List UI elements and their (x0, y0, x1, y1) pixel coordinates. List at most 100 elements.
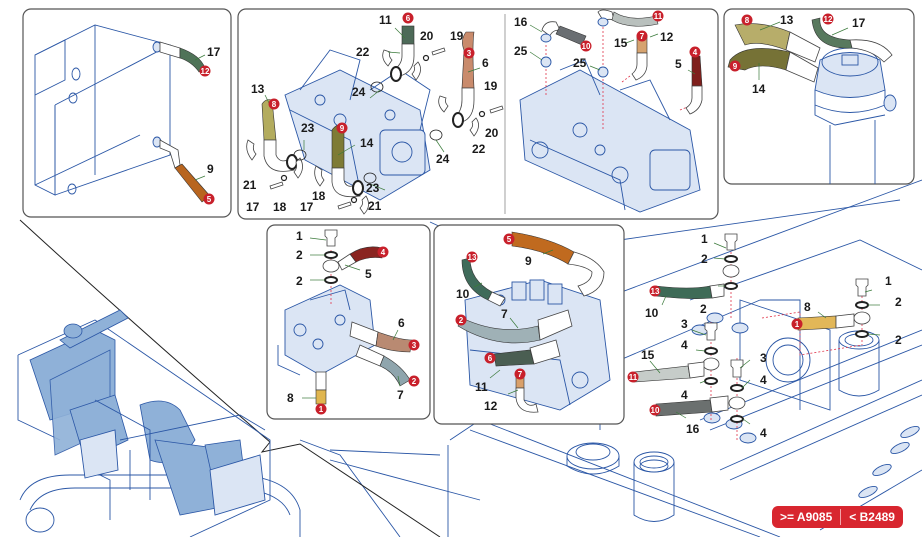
hose-badge: 7 (514, 368, 526, 380)
hose-badge: 9 (729, 60, 741, 72)
part-label: 24 (352, 85, 366, 99)
hose-5-pumpb (685, 55, 703, 115)
svg-text:7: 7 (518, 370, 523, 379)
part-label: 17 (207, 45, 221, 59)
version-separator (840, 509, 842, 525)
hose-17-filter (811, 17, 893, 63)
hose-9-valve-b (511, 231, 605, 297)
part-label: 16 (686, 422, 700, 436)
hose-8-tank (797, 313, 855, 331)
hose-badge: 13 (466, 251, 478, 263)
part-label: 3 (681, 317, 688, 331)
pump-body-drawing (284, 49, 431, 201)
hose-12-valve-b (515, 375, 539, 413)
part-label: 10 (456, 287, 470, 301)
hose-badge: 13 (649, 285, 661, 297)
banjo-bolt (730, 359, 744, 378)
hose-badge: 3 (463, 47, 475, 59)
part-label: 6 (398, 316, 405, 330)
leader-lines (264, 27, 481, 191)
svg-text:8: 8 (272, 100, 277, 109)
part-label: 2 (296, 248, 303, 262)
panel-return-filter: 13 17 14 8 12 9 (723, 8, 915, 185)
hose-badge: 8 (741, 14, 753, 26)
part-label: 23 (301, 121, 315, 135)
port-bosses (691, 312, 757, 444)
part-label: 5 (675, 57, 682, 71)
svg-text:2: 2 (459, 316, 464, 325)
part-label: 4 (760, 426, 767, 440)
hose-badge: 6 (484, 352, 496, 364)
svg-text:10: 10 (651, 406, 660, 415)
panel-pump-assembled: 16 15 12 25 25 5 10 11 7 4 (514, 9, 703, 213)
version-to-label: < B2489 (849, 510, 895, 524)
part-label: 2 (895, 333, 902, 347)
tank-return-lines: 1 2 2 3 4 4 3 4 4 15 10 16 13 11 10 1 2 … (627, 232, 902, 440)
hose-badge: 10 (649, 404, 661, 416)
part-label: 11 (475, 380, 488, 394)
part-label: 20 (420, 29, 434, 43)
panel-control-valve-b: 9 10 7 11 12 5 13 2 6 7 (433, 224, 625, 425)
hose-badge: 3 (408, 339, 420, 351)
hose-13-filter (734, 23, 821, 63)
hose-7-valve-b (457, 309, 573, 344)
panel-cooler: 17 9 12 5 (22, 8, 232, 218)
svg-text:11: 11 (654, 12, 663, 21)
svg-text:10: 10 (582, 42, 591, 51)
svg-text:13: 13 (468, 253, 477, 262)
part-label: 11 (379, 13, 392, 27)
part-label: 23 (366, 181, 380, 195)
hose-8-valve (315, 371, 327, 405)
part-label: 13 (251, 82, 265, 96)
part-label: 24 (436, 152, 450, 166)
svg-text:9: 9 (340, 124, 345, 133)
part-label: 1 (701, 232, 708, 246)
part-label: 19 (484, 79, 498, 93)
hose-15-tank (633, 361, 705, 383)
part-label: 7 (397, 388, 404, 402)
version-range-badge: >= A9085 < B2489 (772, 506, 903, 528)
hose-10-tank (655, 283, 725, 299)
part-label: 22 (356, 45, 370, 59)
svg-text:4: 4 (693, 48, 698, 57)
part-label: 15 (641, 348, 655, 362)
svg-text:8: 8 (745, 16, 750, 25)
svg-text:1: 1 (795, 320, 800, 329)
background-machine-linework (299, 179, 922, 537)
hose-badge: 9 (336, 122, 348, 134)
part-label: 25 (573, 56, 587, 70)
hose-6-valve (349, 321, 413, 353)
banjo-bolt (704, 322, 718, 341)
part-label: 15 (614, 36, 628, 50)
hose-6-pump (452, 31, 475, 128)
hose-11-pump (390, 25, 415, 82)
filler-flange (566, 442, 620, 475)
hose-badge: 12 (199, 65, 211, 77)
part-label: 8 (804, 300, 811, 314)
banjo-bolt (855, 278, 869, 297)
svg-text:7: 7 (640, 32, 645, 41)
part-label: 21 (243, 178, 257, 192)
part-label: 4 (681, 388, 688, 402)
part-label: 25 (514, 44, 528, 58)
hose-badge: 11 (627, 371, 639, 383)
part-label: 18 (273, 200, 287, 214)
svg-text:4: 4 (381, 248, 386, 257)
part-label: 1 (885, 274, 892, 288)
svg-text:9: 9 (733, 62, 738, 71)
part-label: 10 (645, 306, 659, 320)
part-label: 17 (300, 200, 314, 214)
panel-control-valve-a: 1 2 5 2 6 7 8 4 3 2 1 (266, 224, 431, 420)
part-label: 4 (760, 373, 767, 387)
part-label: 22 (472, 142, 486, 156)
part-label: 3 (760, 351, 767, 365)
part-label: 16 (514, 15, 528, 29)
part-label: 18 (312, 189, 326, 203)
part-label: 17 (246, 200, 260, 214)
banjo-bolt (324, 229, 338, 247)
part-label: 19 (450, 29, 464, 43)
valve-a-drawing (277, 284, 376, 376)
hose-11-valve-b (493, 339, 561, 367)
pump-b-drawing (519, 59, 701, 213)
banjo-bolt (724, 233, 738, 251)
